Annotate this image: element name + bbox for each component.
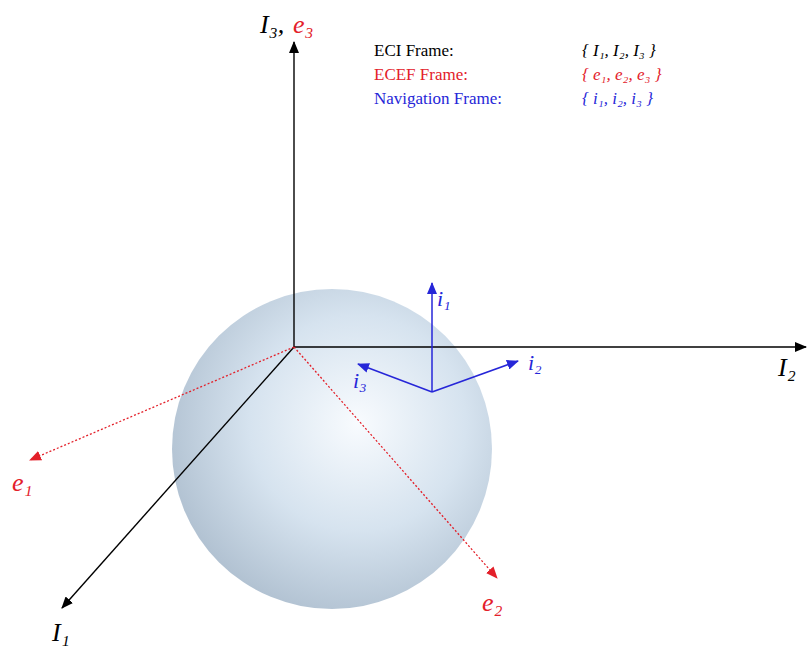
earth-sphere <box>172 289 492 609</box>
axis-label: e₃ <box>293 12 314 38</box>
axis-label: I₃, <box>260 12 284 38</box>
axis-label: e₂ <box>482 590 503 616</box>
legend-text: ECI Frame: <box>374 42 454 59</box>
axis-label: i₂ <box>528 352 542 374</box>
ecef-axis-1 <box>30 347 294 460</box>
frame-set: { e₁, e₂, e₃ } <box>582 66 661 83</box>
axis-label: I₂ <box>778 355 796 381</box>
legend-text: Navigation Frame: <box>374 90 502 107</box>
nav-axis-2 <box>432 361 518 392</box>
frame-set: { i₁, i₂, i₃ } <box>582 90 653 107</box>
eci-axis-2 <box>294 346 806 347</box>
nav-axis-3 <box>358 364 432 392</box>
ecef-axis-2 <box>294 347 497 578</box>
axis-label: I₁ <box>52 620 70 646</box>
axis-label: i₁ <box>437 288 451 310</box>
axis-label: i₃ <box>353 370 367 392</box>
eci-axis-3 <box>293 42 294 347</box>
axis-label: e₁ <box>12 470 33 496</box>
eci-axis-1 <box>62 347 294 608</box>
legend-text: ECEF Frame: <box>374 66 468 83</box>
nav-axis-1 <box>431 283 433 392</box>
frame-set: { I₁, I₂, I₃ } <box>582 42 656 59</box>
